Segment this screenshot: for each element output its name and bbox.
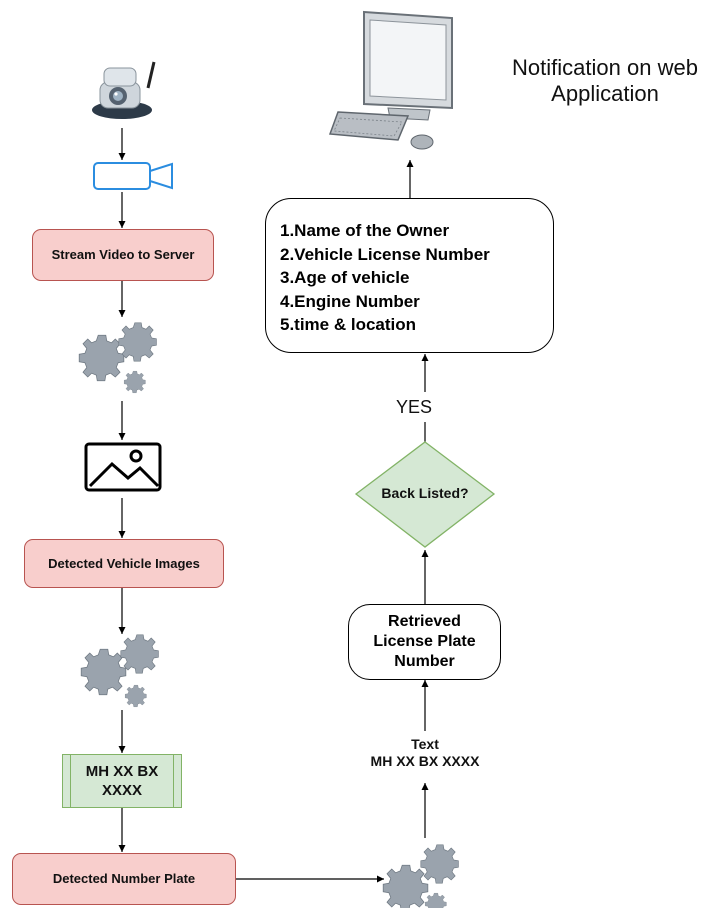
detected-vehicle-images-node: Detected Vehicle Images (24, 539, 224, 588)
plate-text-label: MH XX BX XXXX (85, 763, 159, 799)
text-output-label: Text MH XX BX XXXX (325, 736, 525, 770)
desktop-computer-icon (328, 10, 453, 150)
owner-info-line: 2.Vehicle License Number (280, 244, 490, 264)
owner-info-line: 5.time & location (280, 315, 417, 334)
gears-icon-3 (382, 844, 459, 908)
text-label: Text (411, 736, 439, 752)
video-camera-icon (93, 162, 173, 190)
owner-info-line: 4.Engine Number (280, 291, 420, 311)
gears-icon-2 (80, 634, 159, 708)
owner-info-node: 1.Name of the Owner 2.Vehicle License Nu… (265, 198, 554, 353)
decision-diamond (354, 441, 496, 548)
decision-label: Back Listed? (381, 485, 469, 501)
owner-info-line: 1.Name of the Owner (280, 221, 450, 240)
detected-number-plate-node: Detected Number Plate (12, 853, 236, 905)
stream-video-node: Stream Video to Server (32, 229, 214, 281)
ip-camera-icon (92, 61, 156, 119)
text-value: MH XX BX XXXX (370, 753, 480, 769)
notification-label: Notification on web Application (512, 55, 698, 106)
gears-icon (78, 322, 157, 394)
yes-label: YES (396, 397, 433, 417)
owner-info-line: 3.Age of vehicle (280, 268, 410, 287)
image-icon (84, 442, 162, 492)
retrieved-plate-label: Retrieved License Plate Number (373, 613, 476, 670)
retrieved-plate-node: Retrieved License Plate Number (348, 604, 501, 680)
plate-text-node: MH XX BX XXXX (62, 754, 182, 808)
